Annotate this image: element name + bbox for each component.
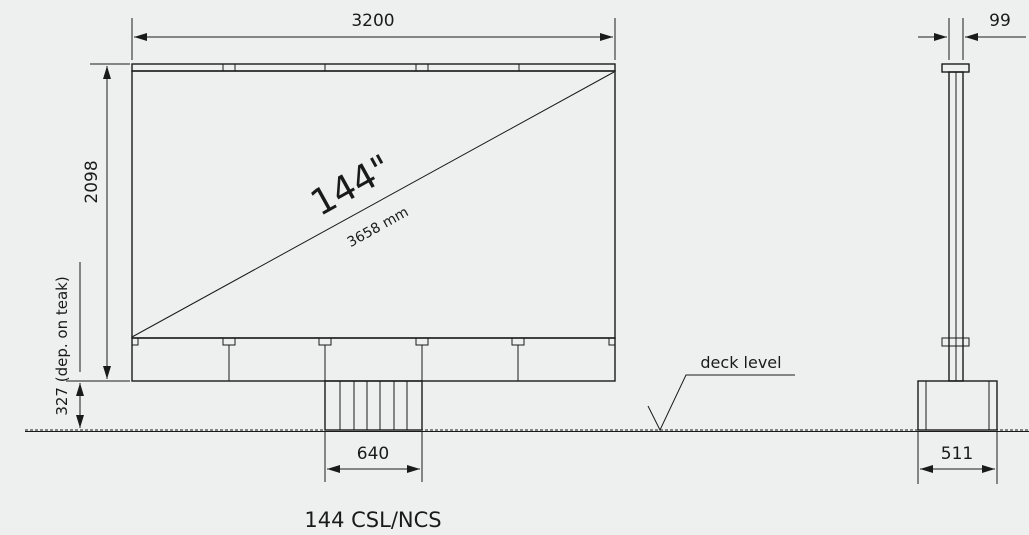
screen-diagonal (131, 71, 615, 338)
foot-width-dimension: 640 (324, 432, 423, 482)
diagonal-mm-label: 3658 mm (345, 204, 412, 251)
side-depth-dimension: 99 (918, 11, 1026, 60)
side-base (917, 380, 998, 431)
stand-foot (324, 380, 423, 431)
bottom-rail-clips (131, 337, 616, 346)
foot-width-label: 640 (357, 444, 389, 464)
width-label: 3200 (351, 11, 394, 31)
deck-line (25, 429, 1029, 432)
top-rail-clips (222, 63, 520, 72)
side-view (917, 63, 998, 431)
model-title: 144 CSL/NCS (304, 508, 441, 532)
side-base-dimension: 511 (917, 432, 998, 484)
lower-frame (131, 337, 616, 382)
width-dimension: 3200 (131, 11, 616, 60)
side-base-label: 511 (941, 444, 973, 464)
height-label: 2098 (82, 160, 102, 203)
side-depth-label: 99 (989, 11, 1011, 31)
front-view (131, 63, 616, 431)
deck-level-label: deck level (700, 353, 781, 372)
diagonal-inch-label: 144" (304, 147, 398, 224)
base-height-label: 327 (dep. on teak) (53, 276, 71, 415)
base-height-dimension: 327 (dep. on teak) (53, 262, 84, 428)
deck-level-callout: deck level (647, 353, 795, 432)
height-dimension: 2098 (66, 63, 130, 382)
